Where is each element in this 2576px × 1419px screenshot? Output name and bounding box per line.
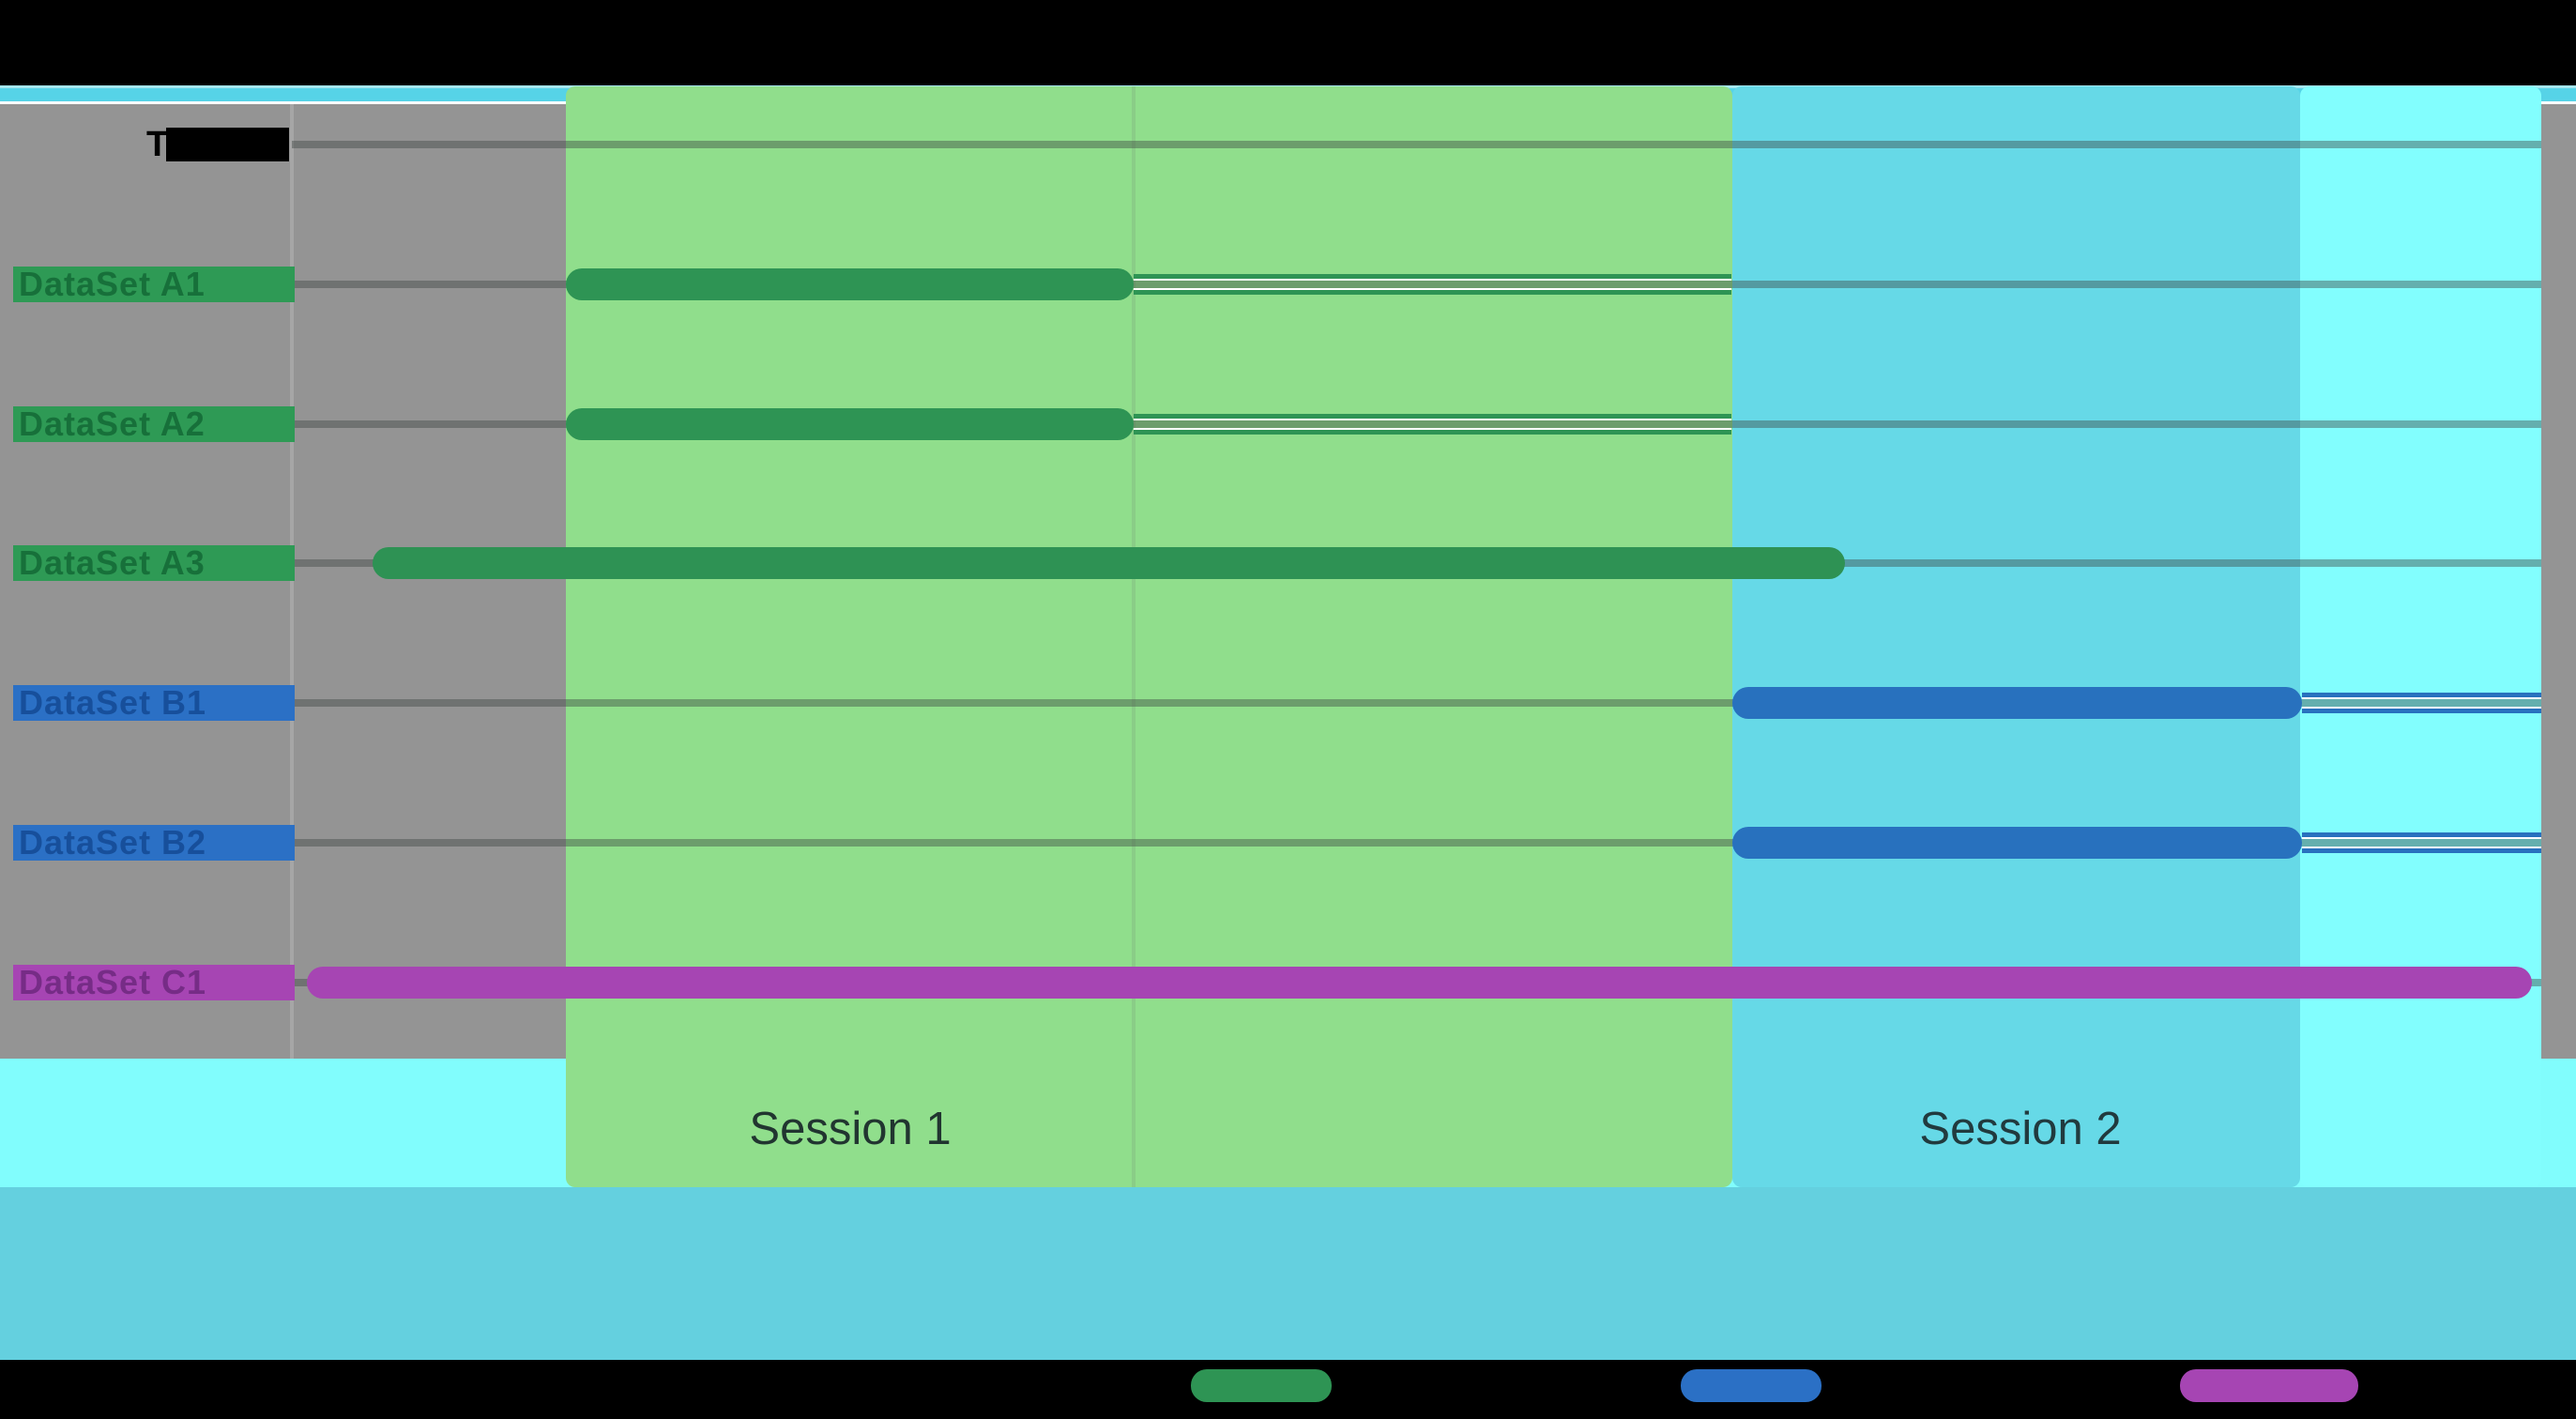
task-bar-outline-dataset-b1 xyxy=(2302,693,2541,713)
gridline-row-dataset-b2 xyxy=(292,839,2541,847)
row-label-dataset-a2: DataSet A2 xyxy=(13,406,295,442)
session-column-session-1 xyxy=(566,86,1732,1187)
task-bar-dataset-a1 xyxy=(566,268,1134,300)
task-bar-outline-dataset-a1 xyxy=(1134,274,1731,295)
legend-swatch-green xyxy=(1191,1369,1332,1402)
task-bar-dataset-a3 xyxy=(373,547,1845,579)
task-bar-outline-dataset-b2 xyxy=(2302,832,2541,853)
row-label-dataset-a1: DataSet A1 xyxy=(13,267,295,302)
y-axis-line xyxy=(290,104,294,1059)
legend-swatch-blue xyxy=(1681,1369,1821,1402)
tasks-header-highlight xyxy=(166,128,289,161)
row-label-dataset-b1: DataSet B1 xyxy=(13,685,295,721)
task-bar-outline-dataset-a2 xyxy=(1134,414,1731,435)
task-bar-dataset-b1 xyxy=(1732,687,2302,719)
session1-mid-tick-line xyxy=(1132,86,1136,1187)
legend-swatch-purple xyxy=(2180,1369,2358,1402)
session-column-right xyxy=(2300,86,2541,1187)
gridline-row-dataset-b1 xyxy=(292,699,2541,707)
row-label-dataset-c1: DataSet C1 xyxy=(13,965,295,1000)
row-label-dataset-a3: DataSet A3 xyxy=(13,545,295,581)
row-label-dataset-b2: DataSet B2 xyxy=(13,825,295,861)
tasks-header-label: Tasks xyxy=(146,128,250,161)
session-column-session-2 xyxy=(1732,86,2300,1187)
top-letterbox xyxy=(0,0,2576,85)
task-bar-dataset-a2 xyxy=(566,408,1134,440)
session-label-session-2: Session 2 xyxy=(1919,1104,2122,1154)
task-bar-dataset-c1 xyxy=(307,967,2532,999)
footer-teal-band xyxy=(0,1187,2576,1360)
task-bar-dataset-b2 xyxy=(1732,827,2302,859)
gridline-row-tasks xyxy=(292,141,2541,148)
session-label-session-1: Session 1 xyxy=(749,1104,952,1154)
